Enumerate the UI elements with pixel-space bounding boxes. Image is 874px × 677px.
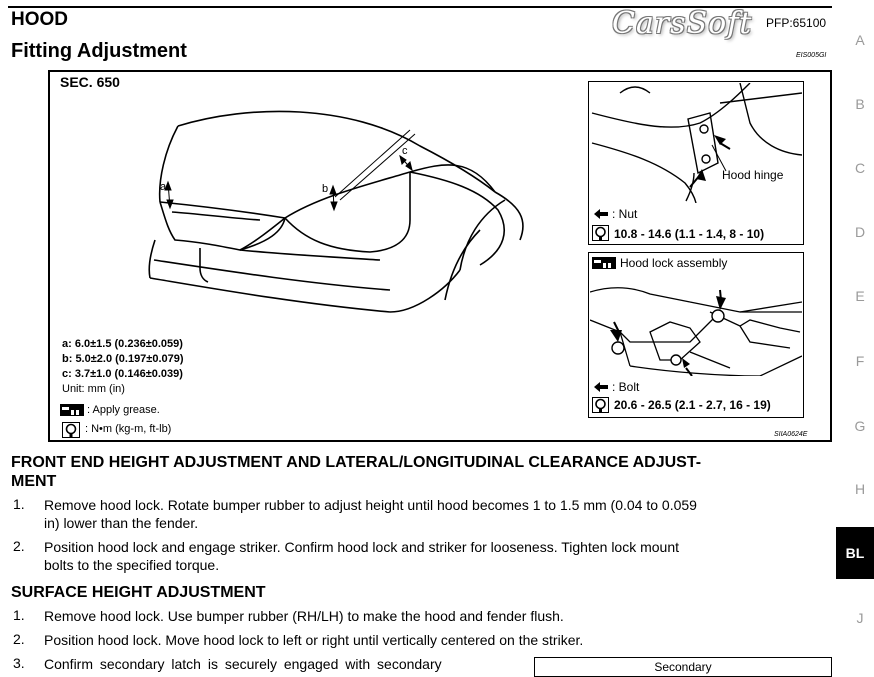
grease-icon [592, 257, 616, 269]
index-tab-d[interactable]: D [854, 224, 866, 240]
spec-a: a: 6.0±1.5 (0.236±0.059) [62, 338, 183, 350]
torque-wrench-icon [592, 225, 609, 241]
index-tab-h[interactable]: H [854, 481, 866, 497]
index-tab-e[interactable]: E [855, 288, 865, 304]
list-item-text: Remove hood lock. Rotate bumper rubber t… [44, 497, 697, 513]
index-tab-j[interactable]: J [856, 610, 864, 626]
list-item-text: Position hood lock. Move hood lock to le… [44, 632, 584, 648]
list-item-number: 1. [13, 607, 25, 623]
spec-b: b: 5.0±2.0 (0.197±0.079) [62, 353, 184, 365]
doc-code: EIS005GI [796, 52, 827, 59]
torque-wrench-icon [62, 422, 80, 438]
next-figure-label: Secondary [654, 660, 712, 674]
torque-wrench-icon [592, 397, 609, 413]
dim-b-label: b [322, 183, 328, 195]
legend-torque: : N•m (kg-m, ft-lb) [85, 423, 172, 435]
bolt-label: : Bolt [612, 380, 640, 394]
arrow-left-icon [594, 209, 608, 219]
legend-grease: : Apply grease. [87, 404, 160, 416]
hood-hinge-label: Hood hinge [722, 168, 784, 182]
next-figure-frame: Secondary [534, 657, 832, 677]
list-item-number: 1. [13, 496, 25, 512]
page-subtitle: Fitting Adjustment [11, 40, 187, 62]
list-item-text: Confirm secondary latch is securely enga… [44, 656, 442, 672]
hood-lock-panel [588, 252, 804, 418]
arrow-left-icon [594, 382, 608, 392]
hood-lock-assembly-label: Hood lock assembly [620, 256, 728, 270]
header-rule [8, 6, 832, 8]
carssoft-logo: CarsSoft [612, 6, 753, 41]
index-tab-a[interactable]: A [855, 32, 865, 48]
section1-heading-line2: MENT [11, 473, 57, 490]
list-item-number: 2. [13, 631, 25, 647]
page-title: HOOD [11, 9, 68, 30]
hood-hinge-illustration [591, 83, 802, 203]
section1-heading-line1: FRONT END HEIGHT ADJUSTMENT AND LATERAL/… [11, 454, 702, 471]
list-item-text-cont: in) lower than the fender. [44, 515, 199, 531]
index-tab-b[interactable]: B [855, 96, 865, 112]
dim-a-label: a [160, 181, 167, 193]
lock-torque-spec: 20.6 - 26.5 (2.1 - 2.7, 16 - 19) [614, 398, 771, 412]
section-label: SEC. 650 [60, 74, 120, 90]
dim-c-label: c [402, 145, 408, 157]
spec-c: c: 3.7±1.0 (0.146±0.039) [62, 368, 183, 380]
index-tab-bl-active[interactable]: BL [836, 527, 874, 579]
hood-lock-illustration [590, 287, 802, 376]
unit-label: Unit: mm (in) [62, 383, 125, 395]
car-front-illustration: a b c [148, 110, 524, 313]
index-tab-f[interactable]: F [855, 353, 865, 369]
nut-label: : Nut [612, 207, 638, 221]
pfp-code: PFP:65100 [766, 16, 827, 30]
list-item-number: 3. [13, 655, 25, 671]
list-item-text-cont: bolts to the specified torque. [44, 557, 220, 573]
index-tab-c[interactable]: C [854, 160, 866, 176]
list-item-number: 2. [13, 538, 25, 554]
figure-code: SIIA0624E [774, 431, 808, 438]
section2-heading: SURFACE HEIGHT ADJUSTMENT [11, 584, 266, 601]
index-tab-g[interactable]: G [854, 418, 866, 434]
hinge-torque-spec: 10.8 - 14.6 (1.1 - 1.4, 8 - 10) [614, 227, 765, 241]
figure-frame [48, 70, 832, 442]
list-item-text: Position hood lock and engage striker. C… [44, 539, 680, 555]
grease-icon [60, 404, 84, 416]
list-item-text: Remove hood lock. Use bumper rubber (RH/… [44, 608, 564, 624]
